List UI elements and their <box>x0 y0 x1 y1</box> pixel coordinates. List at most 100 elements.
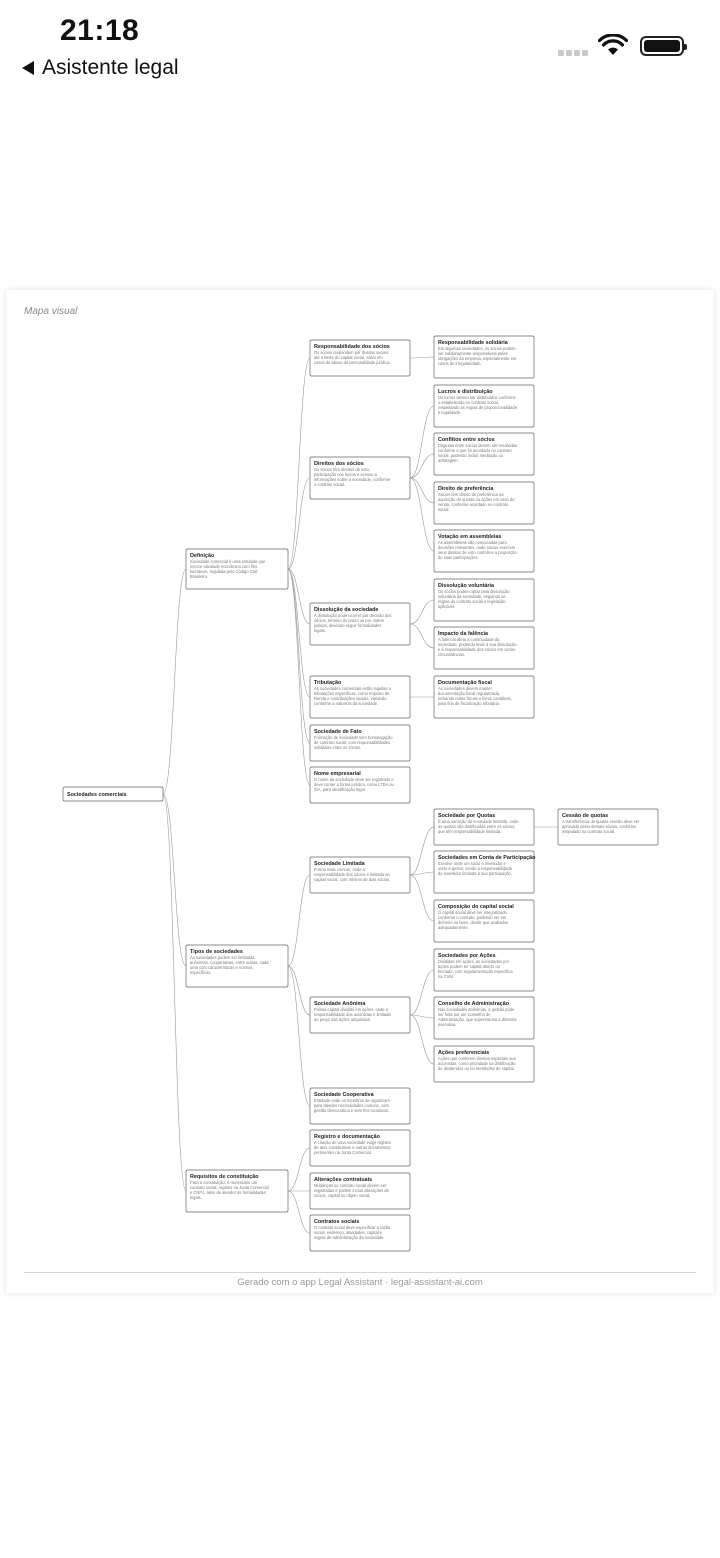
mindmap-node-desc: Brasileiro. <box>190 574 208 579</box>
mindmap-edges <box>162 356 558 1234</box>
mindmap-node-desc: ações podem ter capital aberto ou <box>438 964 500 969</box>
mindmap-node-title: Sociedades em Conta de Participação <box>438 855 536 861</box>
mindmap-node-desc: legais. <box>190 1195 202 1200</box>
footer-divider <box>24 1272 696 1273</box>
mindmap-node-desc: Envolve onde um sócio é investidor e <box>438 861 507 866</box>
mindmap-node-desc: conforme o que foi acordado no contrato <box>438 448 512 453</box>
mindmap-node-desc: A transferência de quotas cessão deve se… <box>562 819 640 824</box>
mindmap-node-desc: participação nos lucros e acesso a <box>314 472 378 477</box>
mindmap-node-desc: casos de irregularidade. <box>438 361 482 366</box>
mindmap-node-title: Impacto da falência <box>438 631 489 637</box>
mindmap-edge-root-tipos <box>162 793 187 967</box>
mindmap-node-desc: social, podendo incluir mediação ou <box>438 453 503 458</box>
mindmap-edge-definicao-dissolucao <box>287 568 311 625</box>
mindmap-node-desc: tributações específicas, como Imposto de <box>314 691 390 696</box>
mindmap-node-title: Sociedades por Ações <box>438 953 496 959</box>
mindmap-node-box <box>433 626 535 670</box>
mindmap-node-desc: O nome da sociedade deve ser registrado … <box>314 777 394 782</box>
mindmap-node-desc: social. <box>438 507 450 512</box>
mindmap-node-title: Documentação fiscal <box>438 680 492 686</box>
mindmap-node-desc: conforme o contrato, podendo ser em <box>438 915 507 920</box>
mindmap-node-desc: legais. <box>314 628 326 633</box>
mindmap-node-title: Votação em assembleias <box>438 534 501 540</box>
mindmap-node-desc: circunstâncias. <box>438 652 465 657</box>
mindmap-edge-tipos-anonima <box>287 965 311 1016</box>
mindmap-diagram: Sociedades comerciaisDefiniçãoSociedade … <box>62 335 659 1252</box>
mindmap-node-title: Tipos de sociedades <box>190 949 243 955</box>
mindmap-node-box <box>433 996 535 1040</box>
mindmap-node-desc: Possui capital dividido em ações, onde a <box>314 1007 389 1012</box>
mindmap-node-desc: venda, conforme acordado no contrato <box>438 502 509 507</box>
mindmap-node-box <box>309 456 411 500</box>
mindmap-node-box <box>309 766 411 804</box>
mindmap-node-desc: gestão democrática e sem fins lucrativos… <box>314 1108 389 1113</box>
mindmap-node-desc: casos de abuso da personalidade jurídica… <box>314 360 391 365</box>
mindmap-node-desc: Os sócios têm direitos de voto, <box>314 467 370 472</box>
mindmap-node-desc: até o limite do capital social, salvo em <box>314 355 383 360</box>
mindmap-node-desc: uma com características e normas <box>190 965 253 970</box>
mindmap-node-desc: para fins de fiscalização tributária. <box>438 701 500 706</box>
mindmap-node-title: Lucros e distribuição <box>438 389 493 395</box>
mindmap-node-desc: social, endereço, atividades, capital e <box>314 1230 383 1235</box>
mindmap-node-desc: O capital social deve ser integralizado <box>438 910 508 915</box>
mindmap-node-box <box>433 481 535 525</box>
mindmap-node-box <box>62 786 164 802</box>
footer-text: Gerado com o app Legal Assistant · legal… <box>237 1277 483 1288</box>
mindmap-node-box <box>185 1169 289 1213</box>
mindmap-node-desc: anônimas, cooperativas, entre outras, ca… <box>190 960 269 965</box>
mindmap-node-desc: As sociedades podem ser limitadas, <box>190 955 256 960</box>
mindmap-node-desc: ser feita por um Conselho de <box>438 1012 491 1017</box>
mindmap-node-box <box>309 1087 411 1125</box>
mindmap-node-desc: S/A, para identificação legal. <box>314 787 366 792</box>
mindmap-node-box <box>309 996 411 1034</box>
mindmap-edge-anonima-acoes <box>409 969 435 1016</box>
mindmap-node-desc: Sociedade comercial é uma entidade que <box>190 559 266 564</box>
mindmap-node-desc: para atender necessidades comuns, com <box>314 1103 389 1108</box>
mindmap-edge-definicao-nome <box>287 568 311 786</box>
mindmap-node-title: Cessão de quotas <box>562 813 608 819</box>
mindmap-node-title: Conflitos entre sócios <box>438 437 495 443</box>
mindmap-node-desc: Em algumas sociedades, os sócios podem <box>438 346 516 351</box>
mindmap-node-desc: de dividendos ou no reembolso de capital… <box>438 1066 515 1071</box>
mindmap-node-desc: regras do contrato social e legislação <box>438 599 506 604</box>
mindmap-node-desc: As sociedades devem manter <box>438 686 493 691</box>
mindmap-node-desc: o contrato social. <box>314 482 345 487</box>
mindmap-node-desc: do investidor limitada à sua participaçã… <box>438 871 512 876</box>
mindmap-node-title: Dissolução da sociedade <box>314 607 378 613</box>
mindmap-node-title: Sociedades comerciais <box>67 792 127 798</box>
mindmap-node-desc: dinheiro ou bens, desde que avaliados <box>438 920 508 925</box>
mindmap-node-desc: regras de administração da sociedade. <box>314 1235 385 1240</box>
mindmap-node-title: Registro e documentação <box>314 1134 381 1140</box>
mindmap-node-box <box>433 432 535 476</box>
mindmap-node-desc: executiva. <box>438 1022 456 1027</box>
mindmap-edge-anonima-conselho <box>409 1014 435 1019</box>
mindmap-node-desc: capital social, com mínimo de dois sócio… <box>314 877 390 882</box>
cellular-signal-icon <box>558 50 588 56</box>
mindmap-node-box <box>433 850 535 894</box>
mindmap-node-desc: e legalidade. <box>438 410 461 415</box>
mindmap-node-desc: contrato social, registro na Junta Comer… <box>190 1185 269 1190</box>
mindmap-node-box <box>433 1045 535 1083</box>
mindmap-node-desc: Para a constituição, é necessário um <box>190 1180 258 1185</box>
mindmap-edge-requisitos-contratos <box>287 1190 311 1234</box>
mindmap-node-desc: e CNPJ, além de atender às formalidades <box>190 1190 266 1195</box>
mindmap-node-desc: de suas participações. <box>438 555 479 560</box>
mindmap-node-title: Conselho de Administração <box>438 1001 510 1007</box>
mindmap-node-title: Tributação <box>314 680 342 686</box>
mindmap-node-title: Composição do capital social <box>438 904 514 910</box>
mindmap-node-box <box>433 335 535 379</box>
mindmap-node-desc: responsabilidade dos sócios é limitada a… <box>314 872 391 877</box>
mindmap-node-box <box>309 1129 411 1167</box>
mindmap-node-title: Sociedade por Quotas <box>438 813 495 819</box>
back-button[interactable]: Asistente legal <box>22 56 179 80</box>
